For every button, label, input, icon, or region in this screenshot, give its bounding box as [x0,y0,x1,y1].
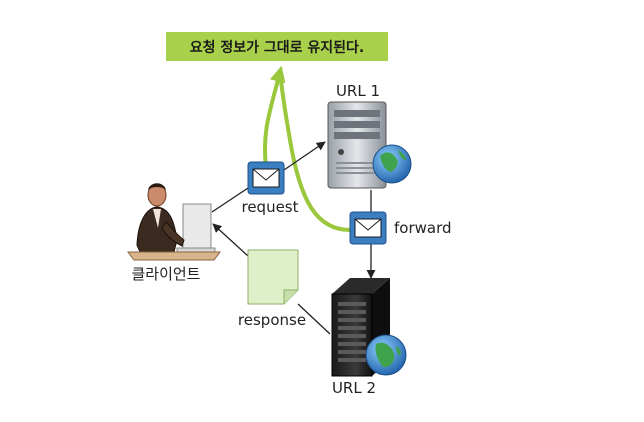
client-node: 클라이언트 [127,183,221,283]
response-label: response [238,311,306,329]
line-url2-to-response [297,303,331,335]
arrows [211,141,376,335]
request-label: request [241,198,298,216]
banner: 요청 정보가 그대로 유지된다. [166,32,388,61]
arrow-client-to-request [211,187,249,213]
client-label: 클라이언트 [131,265,200,283]
rack-server-with-globe-icon [331,278,407,377]
url2-label: URL 2 [332,379,376,397]
request-message: request [241,161,299,216]
arrow-response-to-client [212,223,249,257]
green-curve-from-forward [279,79,351,232]
envelope-icon [349,211,387,245]
green-curve-from-request [262,65,286,169]
forward-label: forward [394,219,452,237]
document-icon [247,249,299,305]
person-at-computer-icon [127,183,221,261]
url1-label: URL 1 [336,82,380,100]
tower-server-with-globe-icon [327,101,412,189]
url2-node: URL 2 [331,278,407,397]
response-message: response [238,249,306,329]
envelope-icon [247,161,285,195]
green-flow-lines [262,65,351,232]
banner-text: 요청 정보가 그대로 유지된다. [190,39,365,56]
url1-node: URL 1 [327,82,412,189]
arrow-request-to-url1 [283,141,326,171]
banner-box [166,32,388,61]
forward-message: forward [349,211,452,245]
